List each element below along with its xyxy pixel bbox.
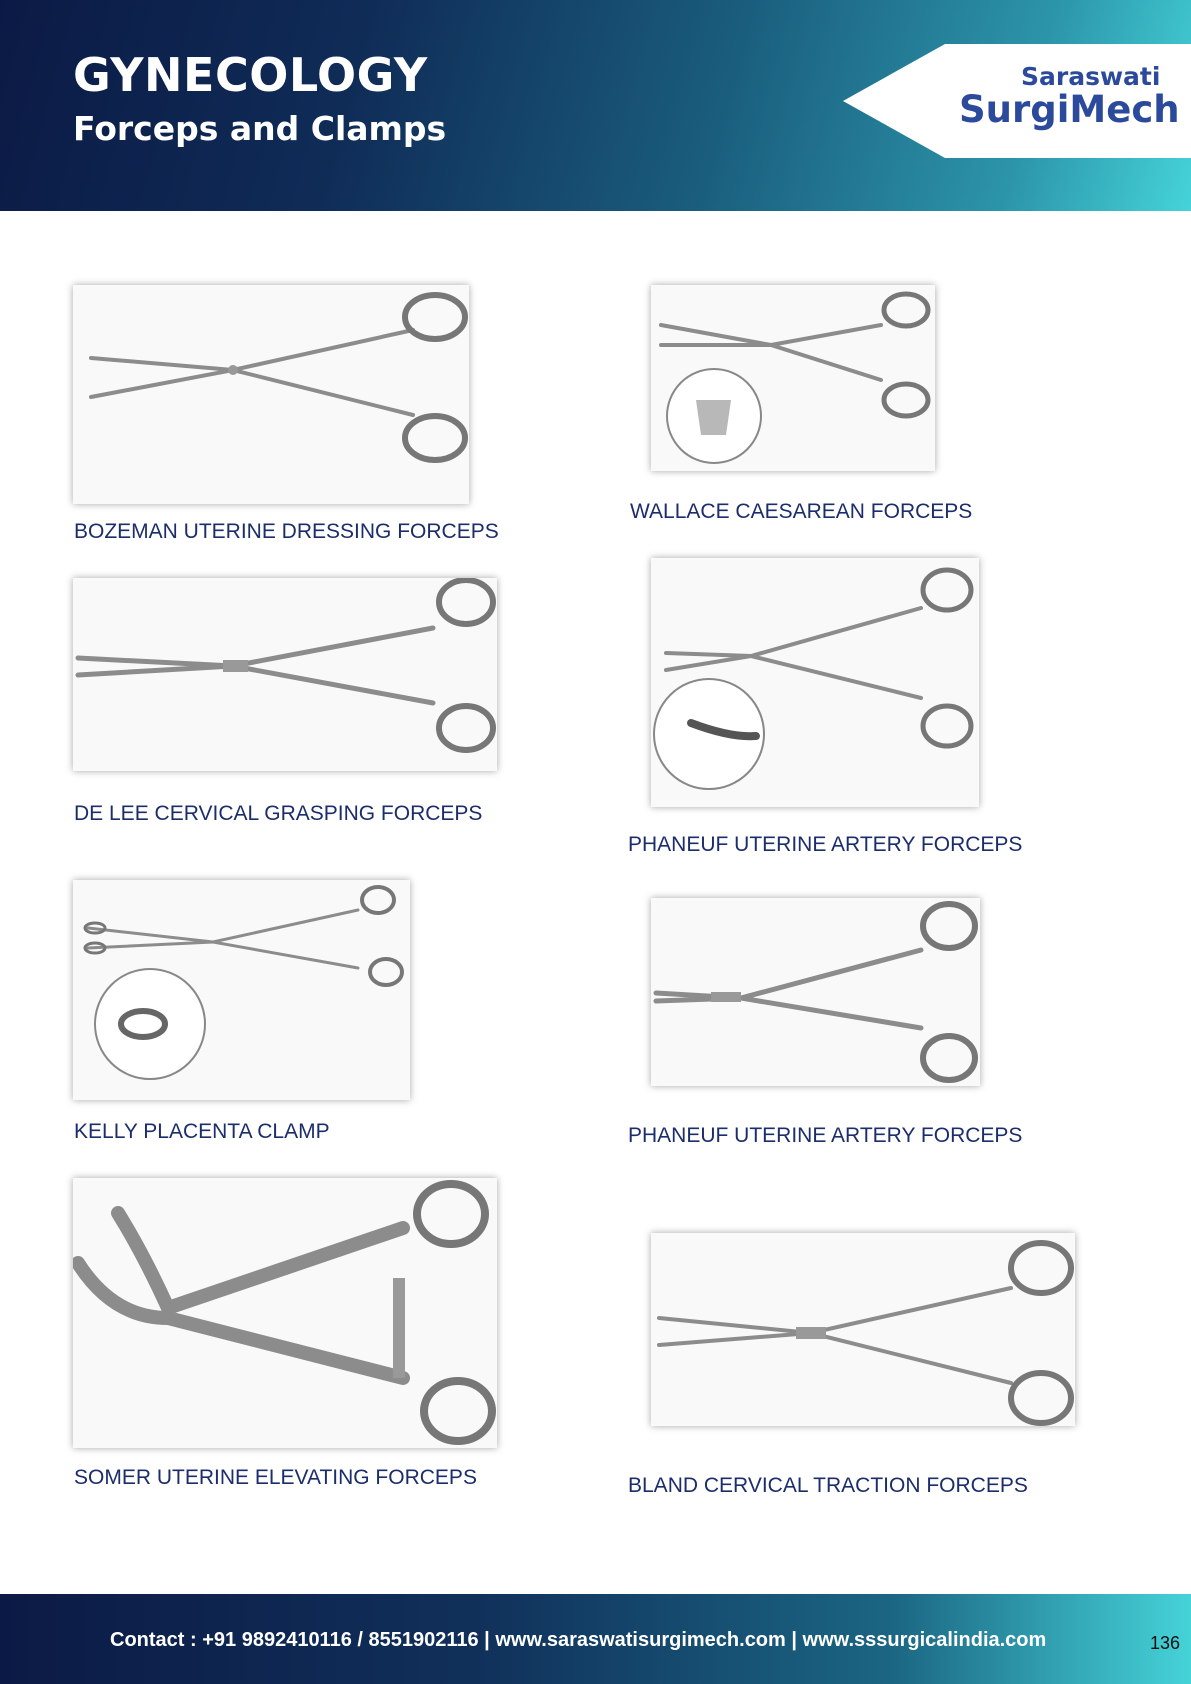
page-subtitle: Forceps and Clamps (73, 109, 447, 148)
logo-text-top: Saraswati (1021, 62, 1161, 91)
product-caption: DE LEE CERVICAL GRASPING FORCEPS (74, 802, 483, 825)
contact-info: Contact : +91 9892410116 / 8551902116 | … (110, 1629, 1047, 1651)
product-caption: PHANEUF UTERINE ARTERY FORCEPS (628, 1124, 1023, 1147)
product-caption: WALLACE CAESAREAN FORCEPS (630, 500, 973, 523)
product-image-somer (73, 1178, 497, 1448)
page-title: GYNECOLOGY (73, 48, 428, 102)
forceps-illustration (75, 578, 496, 753)
brand-logo: Saraswati SurgiMech (843, 44, 1191, 158)
product-image-bland (651, 1233, 1075, 1426)
product-image-de-lee (73, 578, 497, 771)
product-caption: KELLY PLACENTA CLAMP (74, 1120, 330, 1143)
product-image-phaneuf-2 (651, 898, 980, 1086)
logo-text-bottom: SurgiMech (959, 88, 1180, 131)
clamp-illustration (83, 885, 404, 1080)
forceps-illustration (653, 567, 974, 790)
product-image-bozeman (73, 285, 469, 504)
product-caption: SOMER UTERINE ELEVATING FORCEPS (74, 1466, 477, 1489)
product-image-phaneuf-1 (651, 558, 979, 807)
product-image-kelly (73, 880, 410, 1100)
page-header: GYNECOLOGY Forceps and Clamps Saraswati … (0, 0, 1191, 211)
page-footer: Contact : +91 9892410116 / 8551902116 | … (0, 1594, 1191, 1684)
forceps-illustration (657, 1240, 1074, 1426)
page-number: 136 (1150, 1633, 1181, 1653)
product-image-wallace (651, 285, 935, 471)
product-caption: PHANEUF UTERINE ARTERY FORCEPS (628, 833, 1023, 856)
forceps-illustration (73, 1180, 496, 1445)
forceps-illustration (659, 291, 931, 464)
forceps-illustration (653, 901, 978, 1083)
forceps-illustration (89, 292, 468, 463)
product-caption: BOZEMAN UTERINE DRESSING FORCEPS (74, 520, 499, 543)
product-caption: BLAND CERVICAL TRACTION FORCEPS (628, 1474, 1028, 1497)
